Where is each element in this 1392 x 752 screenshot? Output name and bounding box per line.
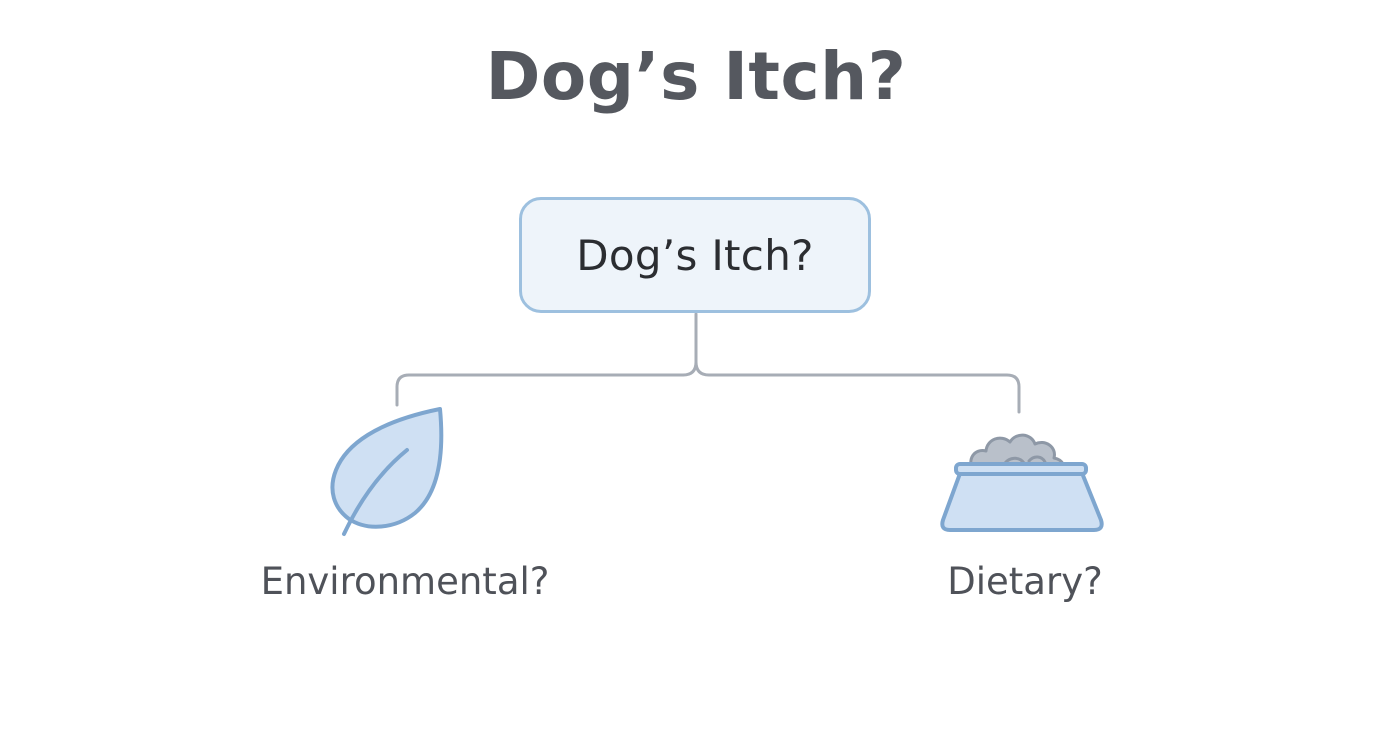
connector-root-stem — [681, 312, 698, 377]
branch-label-dietary: Dietary? — [947, 560, 1103, 603]
branch-label-environmental: Environmental? — [260, 560, 550, 603]
leaf-icon — [330, 407, 444, 536]
connector-right-branch — [694, 360, 1021, 414]
food-bowl-icon — [940, 433, 1104, 532]
root-node: Dog’s Itch? — [519, 197, 871, 313]
root-node-label: Dog’s Itch? — [576, 230, 814, 280]
connector-left-branch — [395, 373, 685, 407]
page-title: Dog’s Itch? — [485, 38, 907, 115]
